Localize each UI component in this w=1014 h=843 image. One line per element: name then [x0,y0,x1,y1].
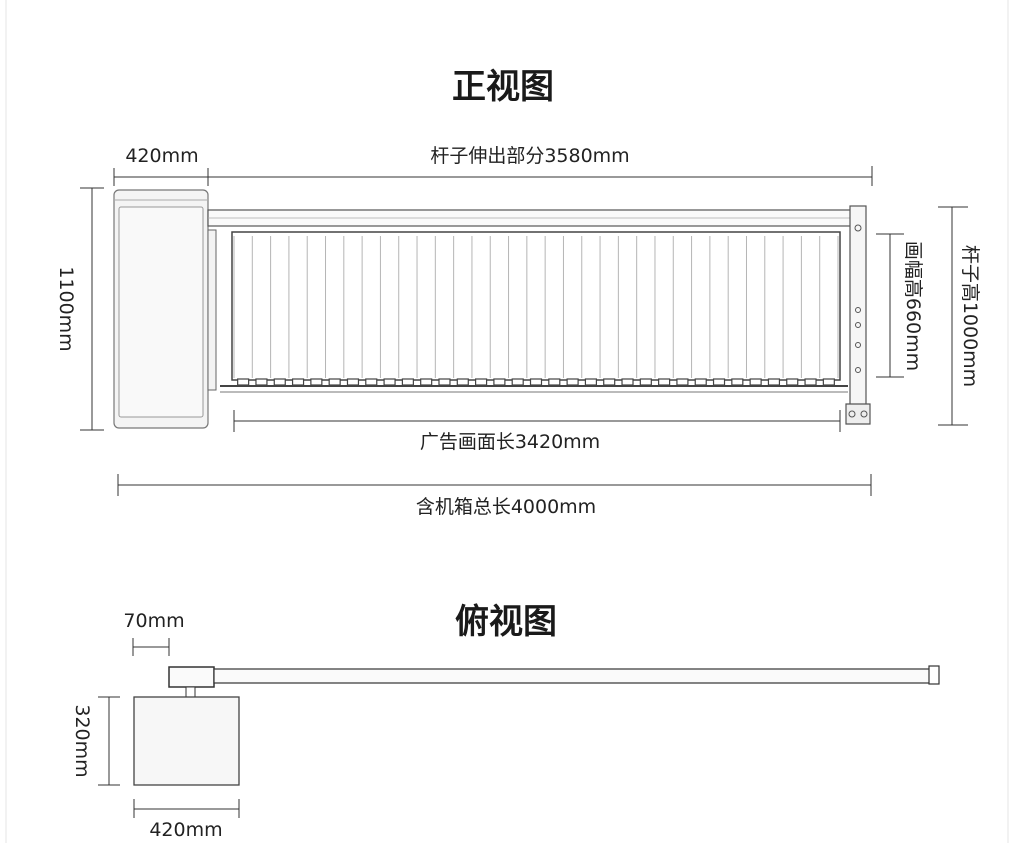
banner-slat-foot [401,378,414,386]
dim-total-length-label: 含机箱总长4000mm [416,496,596,518]
dim-depth: 320mm [71,696,120,786]
dim-box-width: 420mm [113,145,209,186]
dim-offset-label: 70mm [123,610,184,632]
banner-slat-foot [639,378,652,386]
banner-slat-foot [328,378,341,386]
dim-arm-extension-label: 杆子伸出部分3580mm [430,145,629,167]
banner-slat-foot [822,378,835,386]
dim-banner-height: 画幅高660mm [876,233,924,378]
banner-slat-foot [291,378,305,386]
banner-slat-foot [658,378,671,386]
banner-slats [233,236,839,386]
banner-slat-foot [237,378,250,386]
barrier-cabinet [113,189,209,429]
banner-slat-foot [712,378,726,386]
dim-depth-label: 320mm [71,704,93,777]
dim-arm-extension: 杆子伸出部分3580mm [208,145,873,186]
top-view: 俯视图 70mm 320mm 420mm [71,602,940,841]
banner-slat-foot [365,378,378,386]
banner-slat-foot [676,378,689,386]
banner-slat-foot [511,378,524,386]
advertising-banner [220,231,848,393]
banner-slat-foot [310,378,323,386]
banner-slat-foot [749,378,762,386]
banner-slat-foot [767,378,781,386]
front-view: 正视图 420mm 杆子伸出部分3580mm 1100mm [55,67,981,518]
front-view-title: 正视图 [452,67,554,107]
support-pole [845,205,871,425]
banner-slat-foot [584,378,597,386]
dim-box-height: 1100mm [55,187,104,431]
dim-pole-height: 杆子高1000mm [938,206,981,426]
banner-slat-foot [621,378,634,386]
banner-slat-foot [420,378,433,386]
dim-width-label: 420mm [149,819,222,841]
banner-slat-foot [529,378,543,386]
banner-slat-foot [255,378,268,386]
banner-slat-foot [786,378,799,386]
banner-slat-foot [566,378,579,386]
dim-pole-height-label: 杆子高1000mm [959,245,981,387]
dim-banner-height-label: 画幅高660mm [902,241,924,371]
dim-offset: 70mm [123,610,185,656]
banner-slat-foot [456,378,469,386]
banner-slat-foot [273,378,286,386]
banner-slat-foot [346,378,360,386]
dim-box-width-label: 420mm [125,145,198,167]
dim-total-length: 含机箱总长4000mm [117,474,872,518]
banner-slat-foot [694,378,707,386]
banner-slat-foot [438,378,451,386]
dim-box-height-label: 1100mm [55,266,77,351]
top-view-title: 俯视图 [455,602,557,642]
banner-slat-foot [804,378,817,386]
banner-slat-foot [731,378,744,386]
dim-width: 420mm [133,799,240,841]
banner-slat-foot [548,378,561,386]
dim-banner-length-label: 广告画面长3420mm [420,431,600,453]
banner-slat-foot [603,378,616,386]
banner-slat-foot [493,378,506,386]
banner-slat-foot [475,378,488,386]
cabinet-top [133,696,240,786]
dim-banner-length: 广告画面长3420mm [233,410,841,453]
arm-top [168,665,940,699]
banner-slat-foot [383,378,396,386]
